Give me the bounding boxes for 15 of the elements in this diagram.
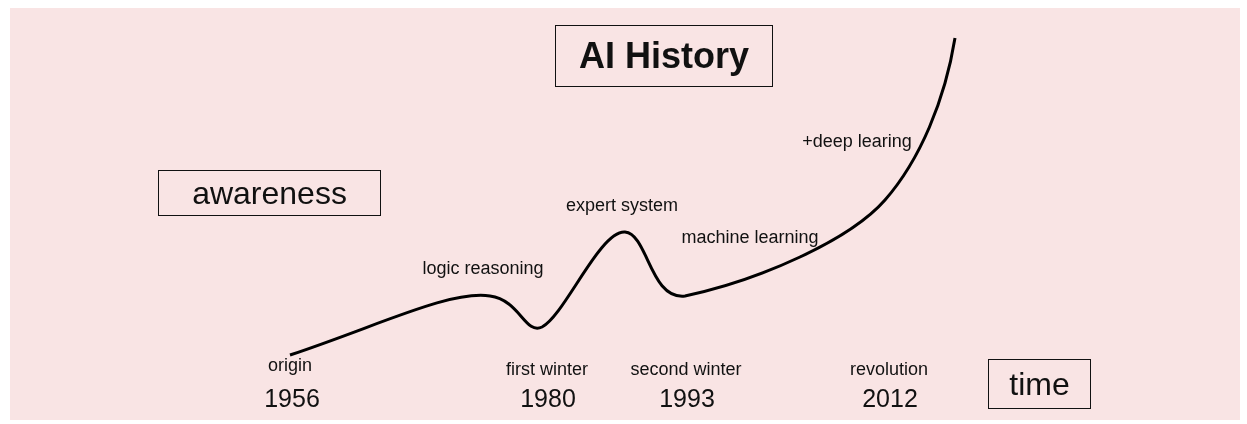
milestone-label: logic reasoning: [422, 257, 544, 279]
year-label: 1980: [520, 383, 576, 413]
title: AI History: [555, 25, 773, 87]
milestone-label: origin: [268, 354, 312, 376]
axis-label-box: awareness: [158, 170, 381, 216]
year-label: 2012: [862, 383, 918, 413]
milestone-label: +deep learing: [802, 130, 912, 152]
year-label: 1993: [659, 383, 715, 413]
year-label: 1956: [264, 383, 320, 413]
milestone-label: machine learning: [681, 226, 819, 248]
milestone-label: second winter: [630, 358, 742, 380]
axis-label-box: time: [988, 359, 1091, 409]
milestone-label: revolution: [850, 358, 928, 380]
milestone-label: first winter: [506, 358, 588, 380]
milestone-label: expert system: [566, 194, 678, 216]
